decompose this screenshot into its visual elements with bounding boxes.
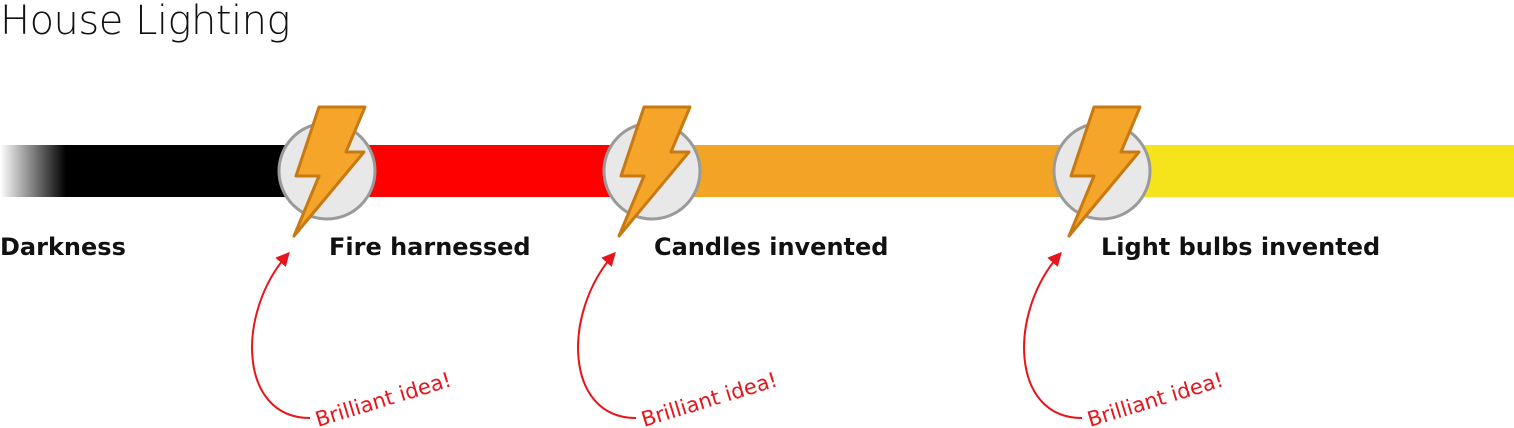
diagram-title: House Lighting bbox=[0, 0, 290, 44]
annotation-arrow bbox=[577, 251, 637, 419]
milestone-light-bulbs bbox=[1052, 105, 1152, 238]
milestone-candles bbox=[602, 105, 702, 238]
annotation-brilliant-idea: Brilliant idea! bbox=[312, 368, 454, 428]
segment-darkness-fade bbox=[0, 145, 66, 197]
label-darkness: Darkness bbox=[0, 233, 126, 261]
lightning-bolt-icon bbox=[1067, 105, 1142, 238]
segment-light-bulbs bbox=[1104, 145, 1514, 197]
annotation-brilliant-idea: Brilliant idea! bbox=[638, 368, 780, 428]
annotation-brilliant-idea: Brilliant idea! bbox=[1084, 368, 1226, 428]
milestone-fire bbox=[277, 105, 377, 238]
segment-candles bbox=[653, 145, 1106, 197]
label-fire-harnessed: Fire harnessed bbox=[329, 233, 531, 261]
label-candles-invented: Candles invented bbox=[654, 233, 888, 261]
annotation-arrow bbox=[1023, 251, 1083, 419]
lightning-bolt-icon bbox=[617, 105, 692, 238]
annotation-arrow bbox=[251, 251, 311, 419]
label-light-bulbs-invented: Light bulbs invented bbox=[1101, 233, 1380, 261]
segment-fire bbox=[328, 145, 655, 197]
lightning-bolt-icon bbox=[292, 105, 367, 238]
